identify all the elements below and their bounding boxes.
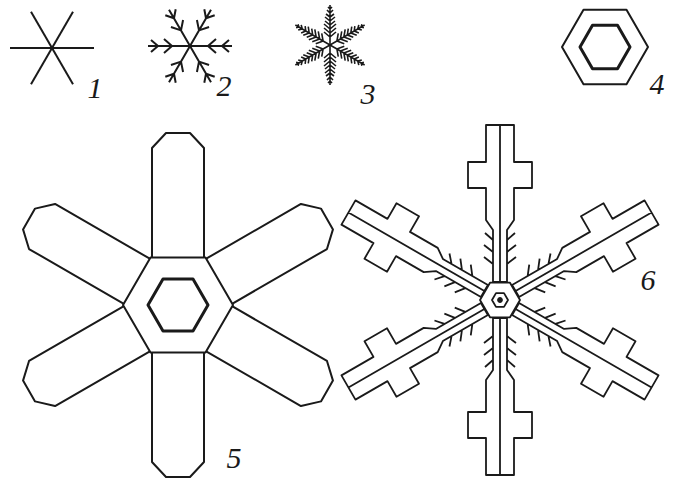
figure-number: 1 bbox=[88, 73, 103, 103]
figure-number: 5 bbox=[227, 443, 242, 473]
figure-number: 6 bbox=[641, 265, 656, 295]
figure-number: 2 bbox=[217, 71, 232, 101]
figure-number: 4 bbox=[650, 69, 665, 99]
figure-number: 3 bbox=[361, 79, 376, 109]
